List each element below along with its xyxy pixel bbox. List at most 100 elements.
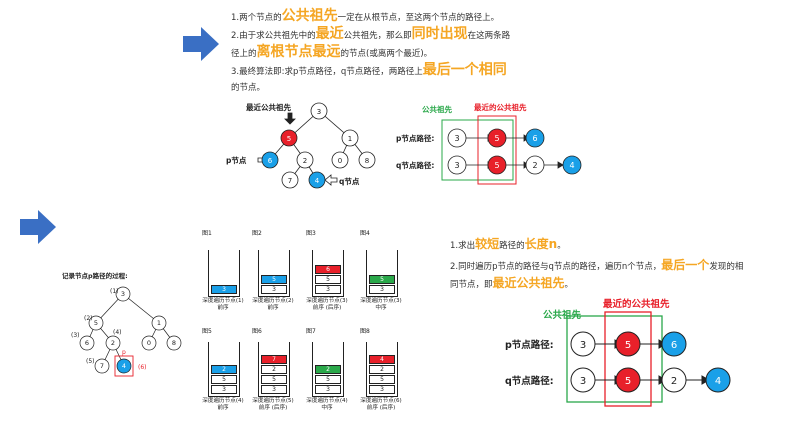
q1-node: 5 (494, 161, 499, 170)
p2-node: 3 (580, 340, 586, 351)
stack-caption-order: 前序 (217, 405, 229, 411)
p1-node: 5 (494, 134, 499, 143)
q1-node: 4 (569, 161, 574, 170)
order-label: (6) (138, 364, 147, 371)
p-node-label: p节点 (226, 155, 247, 165)
common-ancestor-title-2: 公共祖先 (543, 309, 582, 321)
stack-cell: 2 (261, 365, 287, 374)
path-diagram-2: 3 5 6 3 5 2 4 公共祖先 最近的公共祖先 p节点路径: q节点路径: (505, 298, 731, 407)
stack-caption-order: 中序 (375, 305, 387, 311)
stack-cell: 5 (315, 375, 341, 384)
stack-caption: 深度遍历节点(1) (202, 298, 244, 304)
stack-cell: 5 (369, 275, 395, 284)
stack-cell: 3 (369, 285, 395, 294)
tree1-node-2: 2 (303, 157, 307, 165)
stack-caption: 深度遍历节点(6) (360, 398, 402, 404)
p-path-label-2: p节点路径: (505, 339, 554, 351)
stack-cell: 5 (261, 375, 287, 384)
stack-caption: 深度遍历节点(4) (306, 398, 348, 404)
q2-node: 5 (625, 376, 631, 387)
stack-caption-order: 前序 (217, 305, 229, 311)
stack-cell: 3 (211, 385, 237, 394)
order-label: (5) (86, 358, 95, 365)
q2-node: 3 (580, 376, 586, 387)
right-arrow-icon (183, 27, 219, 61)
line-3: 同节点，即最近公共祖先。 (450, 276, 574, 290)
q2-node: 2 (671, 376, 677, 387)
stack-cell: 3 (369, 385, 395, 394)
order-label: (2) (84, 315, 93, 322)
stack-caption-order: 中序 (321, 405, 333, 411)
tree1-node-6: 6 (268, 157, 273, 165)
tree1-node-0: 0 (338, 157, 342, 165)
stack-cell: 3 (261, 385, 287, 394)
explanation-block-1: 1.两个节点的公共祖先一定在从根节点，至这两个节点的路径上。 2.由于求公共祖先… (231, 8, 561, 96)
q-path-label-2: q节点路径: (505, 375, 554, 387)
tree2-node: 1 (157, 319, 161, 327)
binary-tree-2: 记录节点p路径的过程: 3 5 1 6 2 0 8 7 4 (1) (2) (3… (62, 271, 182, 377)
stack-container: 3 (208, 250, 240, 297)
line-1: 1.求出较短路径的长度n。 (450, 237, 566, 251)
tree1-node-4: 4 (315, 177, 320, 185)
line-3: 径上的离根节点最远的节点(或离两个最近)。 (231, 44, 433, 60)
stack-title: 图4 (360, 230, 370, 237)
lca-label: 最近公共祖先 (246, 102, 291, 112)
stack-title: 图3 (306, 230, 316, 237)
path-diagram-1: 3 5 6 3 5 2 4 公共祖先 最近的公共祖先 p节点路径: q节点路径: (396, 102, 582, 185)
stack-cell: 3 (315, 285, 341, 294)
tree1-node-8: 8 (365, 157, 369, 165)
stack-title: 图7 (306, 328, 316, 335)
stack-title: 图2 (252, 230, 262, 237)
stack-cell: 2 (211, 365, 237, 374)
nearest-ancestor-title-2: 最近的公共祖先 (603, 298, 670, 310)
tree2-node: 2 (111, 339, 115, 347)
q1-node: 3 (454, 161, 459, 170)
tree2-node: 8 (172, 339, 176, 347)
stack-cell: 4 (369, 355, 395, 364)
p-path-label: p节点路径: (396, 133, 434, 143)
stack-cell: 5 (315, 275, 341, 284)
binary-tree-1: 3 5 1 6 2 0 8 7 4 最近公共祖先 p节点 q节点 (226, 102, 376, 189)
p-mark: p (122, 349, 126, 356)
stack-cell: 2 (369, 365, 395, 374)
explanation-block-2: 1.求出较短路径的长度n。 2.同时遍历p节点的路径与q节点的路径，遍历n个节点… (450, 236, 780, 293)
tree2-node: 5 (94, 319, 98, 327)
stack-cell: 5 (369, 375, 395, 384)
nearest-ancestor-title: 最近的公共祖先 (474, 102, 527, 112)
tree1-node-5: 5 (287, 135, 291, 143)
stack-cell: 5 (261, 275, 287, 284)
stack-cell: 6 (315, 265, 341, 274)
line-1: 1.两个节点的公共祖先一定在从根节点，至这两个节点的路径上。 (231, 8, 500, 24)
common-ancestor-title: 公共祖先 (422, 104, 452, 114)
right-arrow-icon (20, 210, 56, 244)
p1-node: 6 (532, 134, 537, 143)
line-2: 2.由于求公共祖先中的最近公共祖先，那么即同时出现在这两条路 (231, 26, 511, 42)
p2-node: 6 (671, 340, 677, 351)
p2-node: 5 (625, 340, 631, 351)
tree2-node: 0 (147, 339, 151, 347)
stack-cell: 7 (261, 355, 287, 364)
stack-title: 图1 (202, 230, 212, 237)
line-5: 的节点。 (231, 83, 266, 93)
tree2-node: 7 (100, 362, 104, 370)
order-label: (3) (71, 332, 80, 339)
stack-caption-order: 前序 (后序) (312, 305, 342, 311)
p1-node: 3 (454, 134, 459, 143)
stack-title: 图5 (202, 328, 212, 335)
line-4: 3.最终算法即:求p节点路径，q节点路径，两路径上最后一个相同 (231, 62, 507, 78)
stack-caption-order: 前序 (后序) (366, 405, 396, 411)
q-path-label: q节点路径: (396, 160, 434, 170)
tree1-node-3: 3 (317, 108, 321, 116)
stack-cell: 3 (315, 385, 341, 394)
line-2: 2.同时遍历p节点的路径与q节点的路径，遍历n个节点，最后一个发现的相 (450, 258, 744, 272)
tree2-node: 4 (122, 362, 126, 370)
stack-title: 图8 (360, 328, 370, 335)
stack-caption: 深度遍历节点(3) (306, 298, 348, 304)
q1-node: 2 (532, 161, 537, 170)
